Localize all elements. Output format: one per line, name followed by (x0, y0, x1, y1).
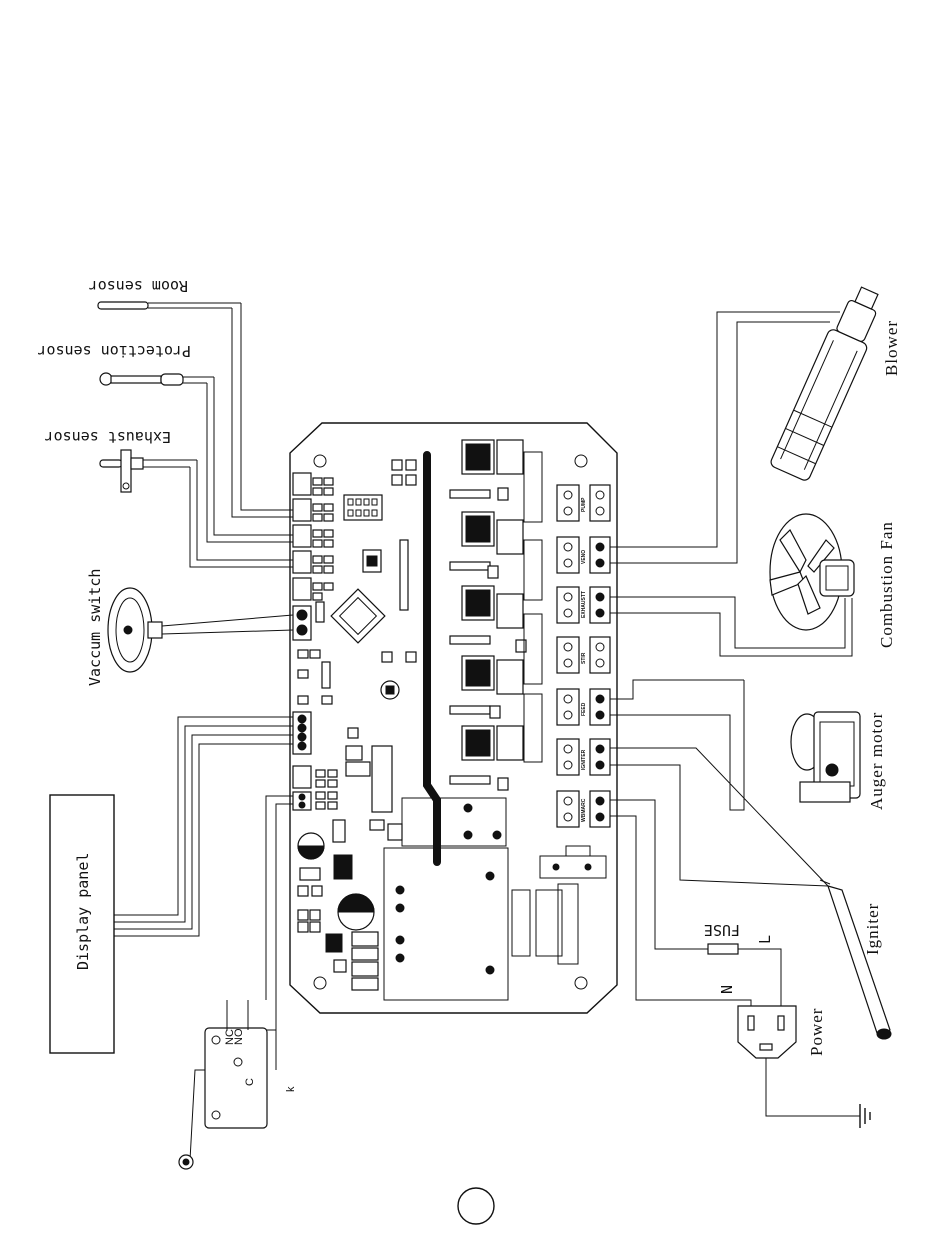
ground-symbol (860, 1104, 870, 1128)
room-sensor: Room sensor (89, 277, 241, 309)
terminal-label: PUMP (581, 497, 587, 512)
igniter-label: Igniter (863, 903, 882, 955)
terminal-label: IGNITER (581, 749, 587, 770)
power-label: Power (807, 1008, 826, 1056)
terminal-label: VENO (581, 550, 587, 564)
switch-pin-c: C (244, 1078, 256, 1086)
exhaust-sensor-label: Exhaust sensor (45, 428, 171, 446)
auger-motor: Auger motor (610, 680, 886, 810)
vacuum-switch: Vaccum switch (86, 569, 293, 686)
power-input: Power N L FUSE (610, 800, 870, 1128)
fuse-symbol (708, 944, 738, 954)
control-board: PUMP VENO EXHAUSTT STIR (290, 423, 617, 1013)
output-terminals: PUMP VENO EXHAUSTT STIR (557, 485, 610, 827)
sensor-connectors (293, 473, 311, 810)
sensor-wires (190, 303, 293, 567)
protection-sensor-label: Protection sensor (37, 342, 191, 360)
blower-label: Blower (882, 320, 901, 376)
switch-k-label: k (285, 1086, 297, 1092)
neutral-label: N (718, 985, 736, 994)
micro-switch: NO NC C k (179, 796, 297, 1169)
combustion-fan: Combustion Fan (610, 514, 896, 656)
power-section (298, 798, 606, 1000)
terminal-label: FEED (581, 702, 587, 716)
room-sensor-label: Room sensor (89, 277, 188, 295)
microcontroller-chip (331, 589, 385, 643)
display-panel-label: Display panel (74, 853, 92, 970)
terminal-label: WBMARC (581, 798, 587, 822)
protection-sensor: Protection sensor (37, 342, 214, 385)
display-panel: Display panel (50, 717, 293, 1053)
blower: Blower (610, 282, 901, 563)
auger-motor-label: Auger motor (867, 712, 886, 810)
fuse-label: FUSE (704, 921, 740, 939)
switch-pin-nc: NC (224, 1029, 236, 1045)
terminal-label: STIR (581, 652, 587, 664)
page-number-marker (458, 1188, 494, 1224)
terminal-label: EXHAUSTT (581, 591, 587, 618)
combustion-fan-label: Combustion Fan (877, 521, 896, 648)
exhaust-sensor: Exhaust sensor (45, 428, 197, 492)
vacuum-switch-label: Vaccum switch (86, 569, 104, 686)
live-label: L (756, 935, 774, 944)
